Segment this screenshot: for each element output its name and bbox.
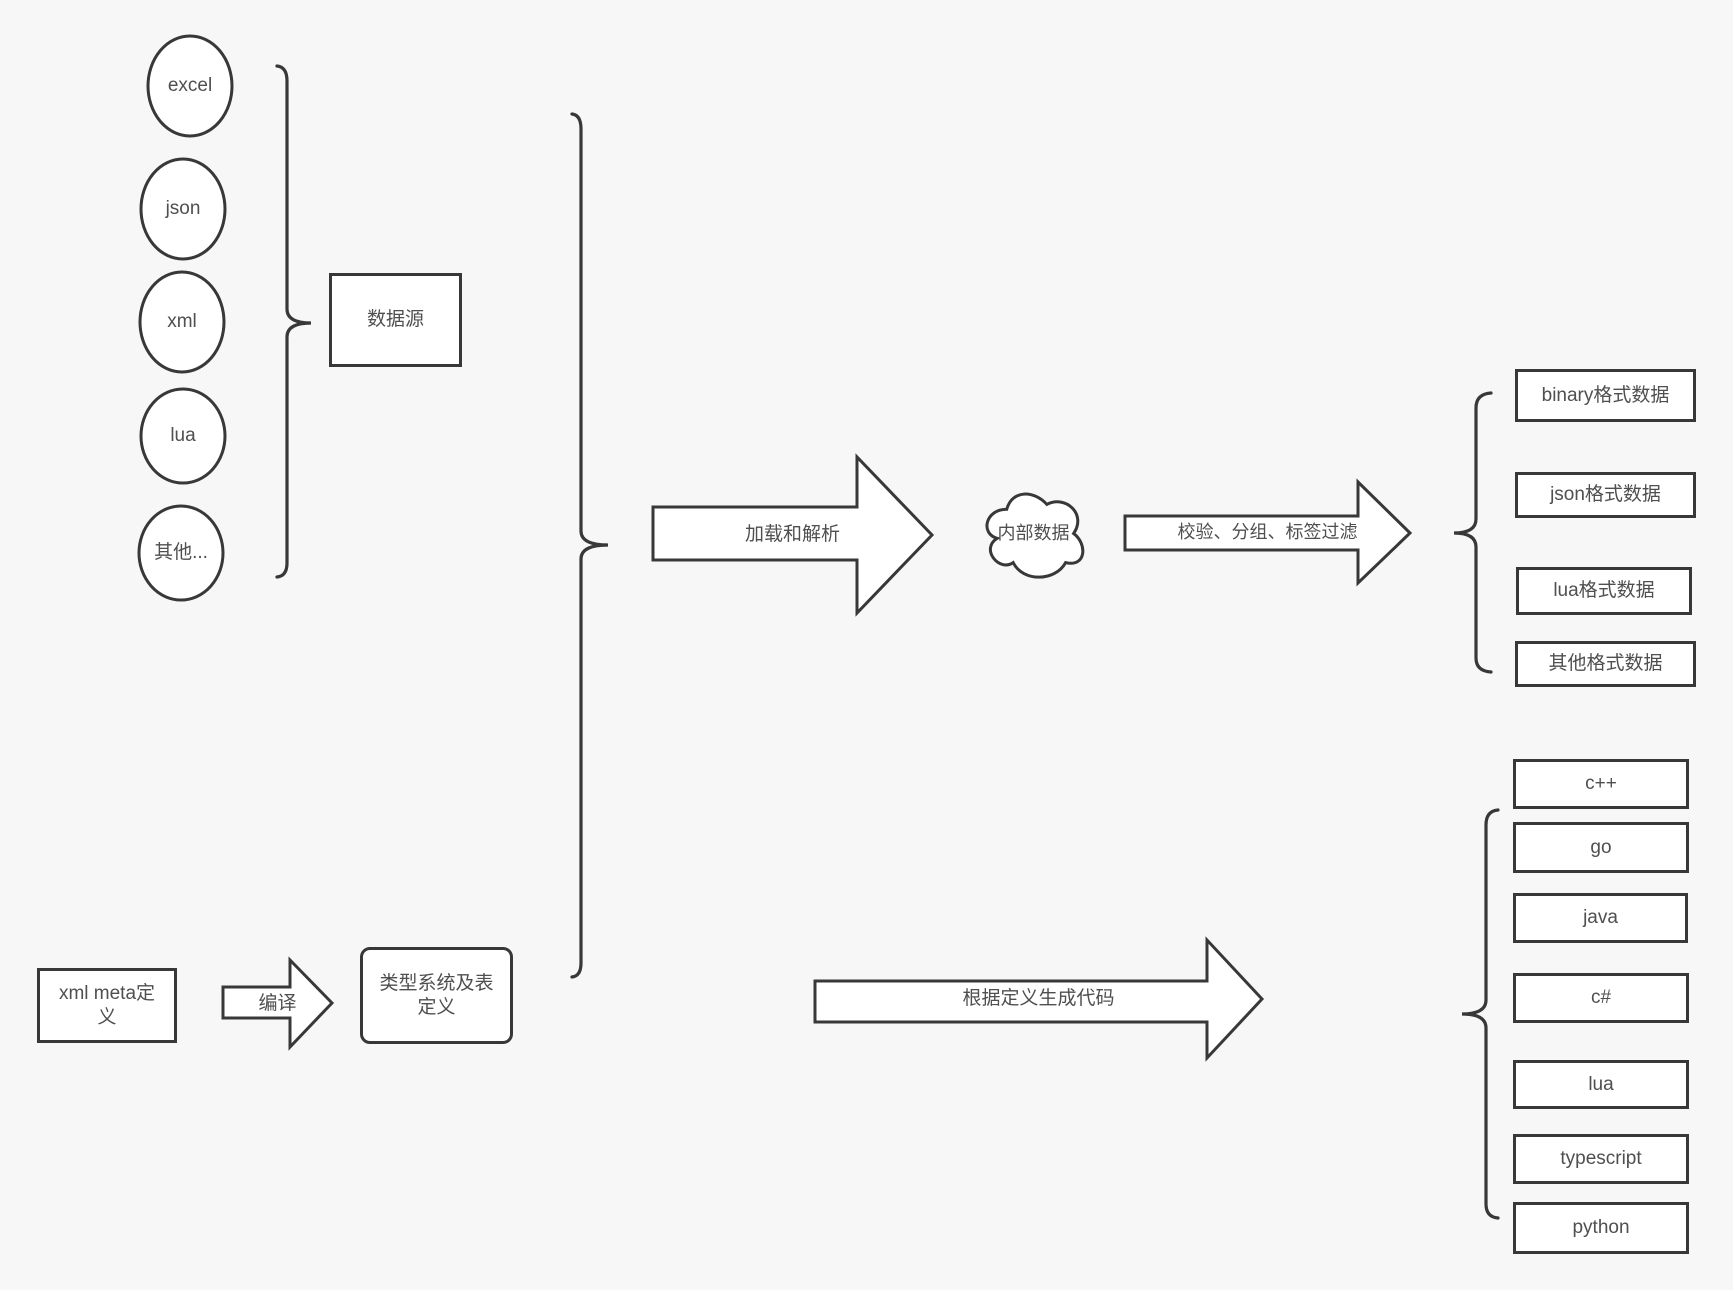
- language-box-go: go: [1513, 822, 1689, 873]
- compile-arrow: [221, 956, 335, 1051]
- source-ellipse-excel: [146, 34, 234, 138]
- language-box-lua: lua: [1513, 1060, 1689, 1109]
- source-ellipse-other: [137, 504, 225, 602]
- load-parse-arrow: [651, 453, 935, 617]
- inputs-brace: [570, 112, 609, 979]
- language-box-cpp: c++: [1513, 759, 1689, 809]
- format-box-json: json格式数据: [1515, 472, 1696, 518]
- source-ellipse-lua: [139, 387, 227, 485]
- formats-brace: [1453, 391, 1493, 674]
- languages-brace: [1461, 808, 1500, 1220]
- format-box-binary: binary格式数据: [1515, 369, 1696, 422]
- internal-data-cloud: [985, 492, 1085, 579]
- source-ellipse-xml: [138, 270, 226, 374]
- filter-arrow: [1123, 478, 1413, 587]
- language-box-java: java: [1513, 893, 1688, 943]
- language-box-typescript: typescript: [1513, 1134, 1689, 1184]
- generate-code-arrow: [813, 936, 1265, 1062]
- sources-brace: [275, 64, 312, 579]
- type-system-box: 类型系统及表定义: [360, 947, 513, 1044]
- language-box-python: python: [1513, 1202, 1689, 1254]
- format-box-other: 其他格式数据: [1515, 641, 1696, 687]
- data-source-box: 数据源: [329, 273, 462, 367]
- source-ellipse-json: [139, 157, 227, 261]
- xml-meta-box: xml meta定义: [37, 968, 177, 1043]
- format-box-lua: lua格式数据: [1516, 567, 1692, 615]
- language-box-csharp: c#: [1513, 973, 1689, 1023]
